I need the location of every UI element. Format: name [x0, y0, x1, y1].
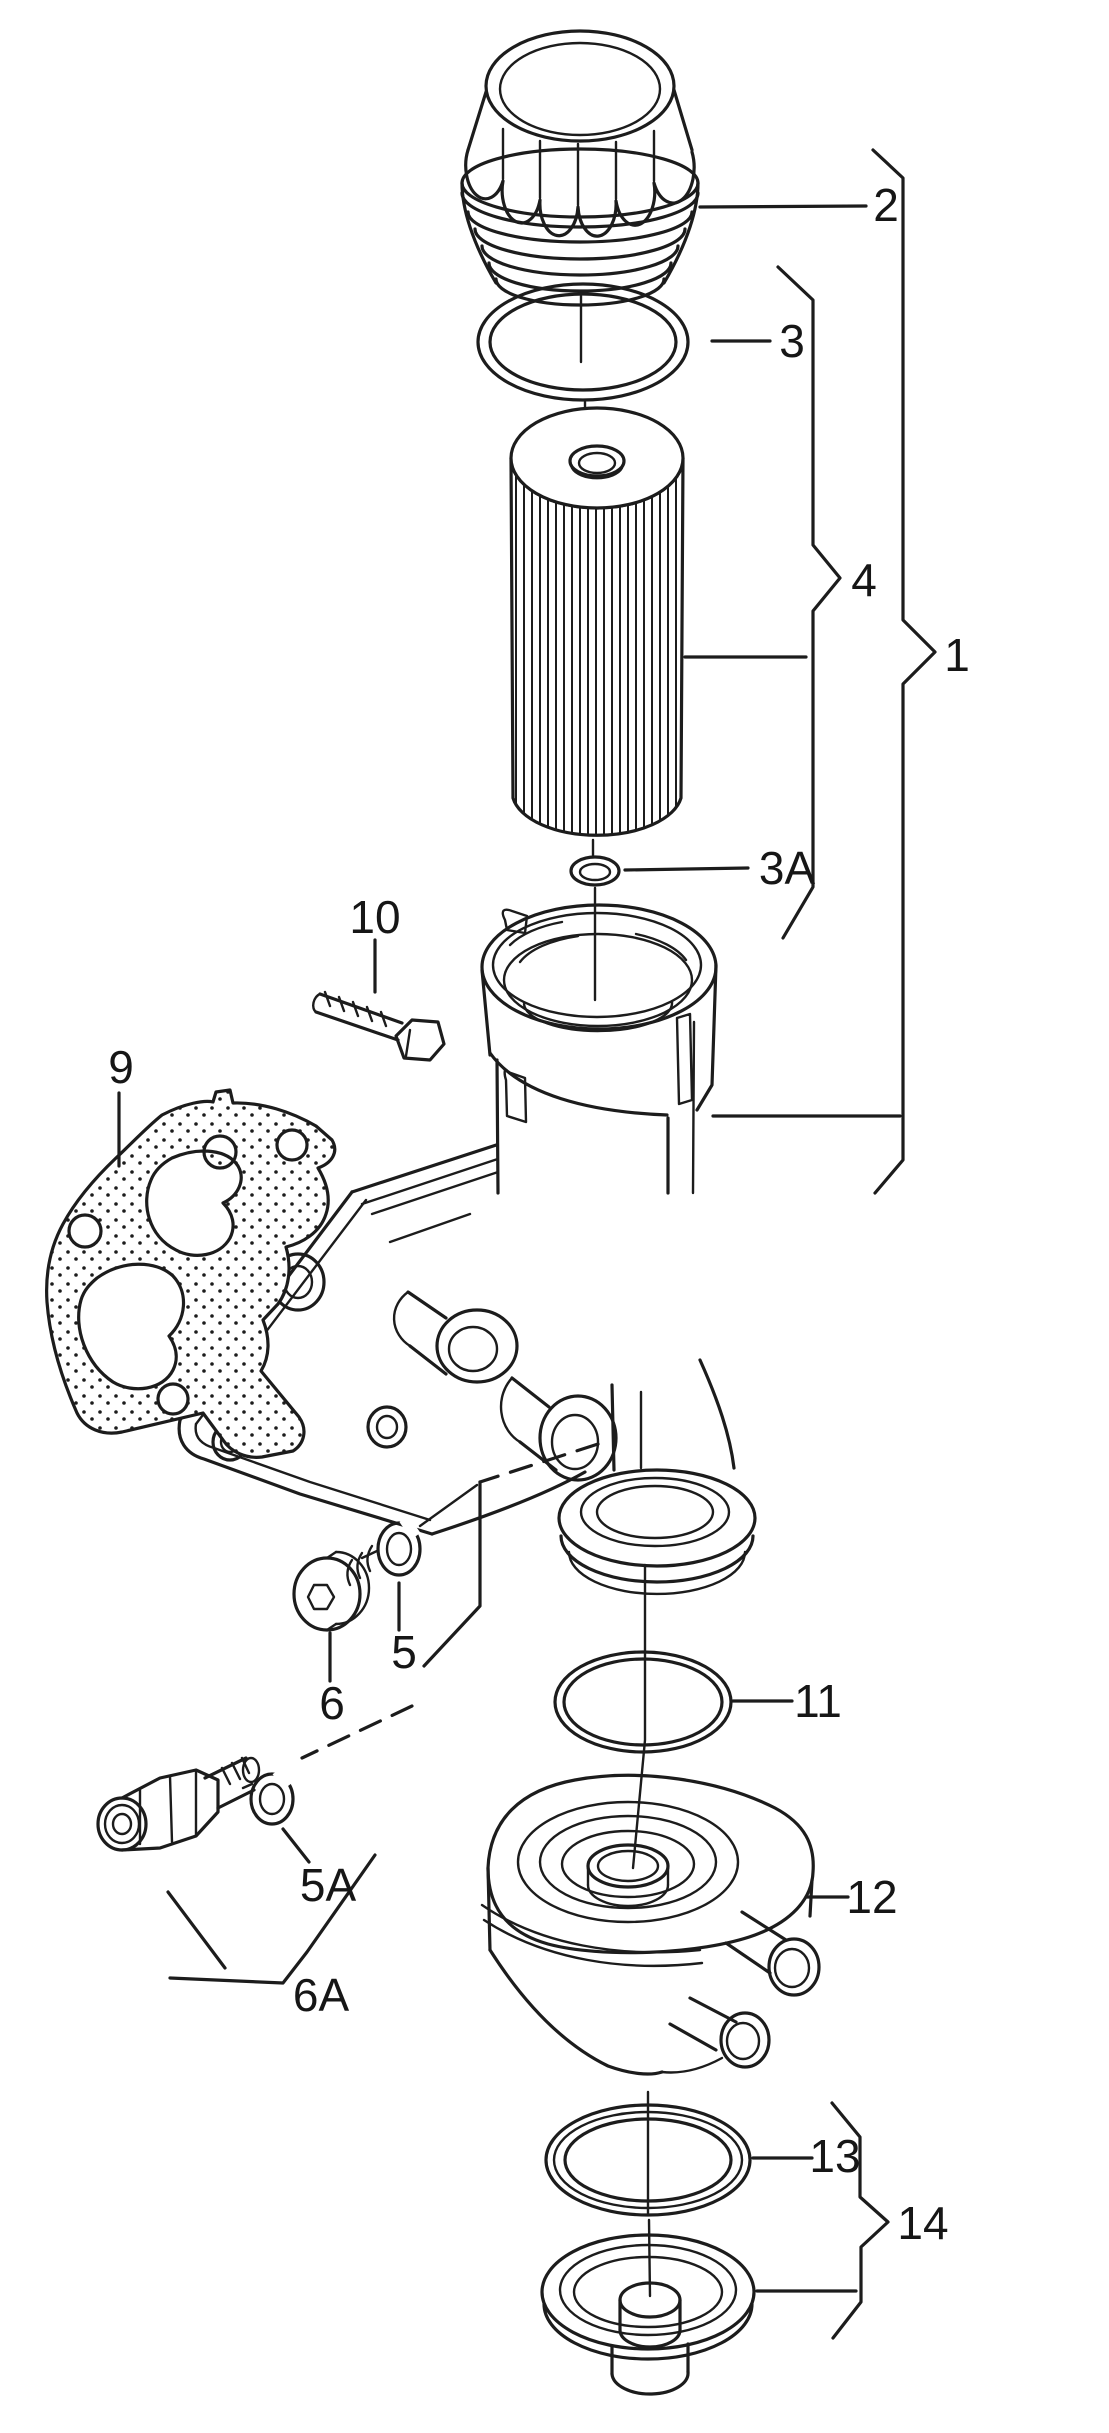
callout-6: 6 — [319, 1677, 345, 1729]
leader-2 — [698, 204, 868, 209]
mounting-bolt-10 — [312, 990, 446, 1062]
o-ring-3 — [476, 282, 690, 402]
seal-ring-5a — [249, 1767, 295, 1826]
install-axis-link — [422, 1480, 482, 1668]
callout-13: 13 — [809, 2130, 860, 2182]
seal-ring-13 — [544, 2103, 752, 2217]
callout-10: 10 — [349, 891, 400, 943]
callout-5a: 5A — [300, 1859, 357, 1911]
housing-port-upper — [392, 1290, 519, 1384]
plug-hex-socket — [306, 1583, 336, 1611]
sealing-flange-14 — [540, 2233, 756, 2396]
callout-6a: 6A — [293, 1969, 350, 2021]
callout-14: 14 — [897, 2197, 948, 2249]
oil-cooler-12 — [480, 1773, 821, 2076]
fitting-hex-body — [120, 1768, 220, 1852]
leader-3a — [623, 866, 750, 872]
axis-fitting-seal — [241, 1782, 254, 1790]
filter-housing-cup — [480, 903, 718, 1195]
gasket-outline — [45, 1088, 337, 1459]
axis-seal-port — [418, 1483, 479, 1528]
callout-9: 9 — [108, 1041, 134, 1093]
grouping-brackets — [776, 148, 937, 2340]
install-axis-dashed-lower — [300, 1704, 414, 1760]
filter-screw-cap — [460, 29, 700, 307]
seal-ring-5 — [376, 1515, 422, 1577]
callout-5: 5 — [391, 1626, 417, 1678]
cup-bayonet-lug-left — [503, 1068, 528, 1124]
axis-line-flange-cooler — [631, 1563, 647, 1870]
callout-3a: 3A — [759, 842, 816, 894]
callout-4: 4 — [851, 554, 877, 606]
o-ring-11 — [553, 1650, 733, 1754]
leader-5a — [281, 1827, 311, 1864]
bolt-boss-hole — [366, 1405, 408, 1449]
callout-11: 11 — [794, 1675, 842, 1727]
leader-6a — [166, 1890, 227, 1970]
housing-round-flange — [557, 1468, 757, 1596]
callout-3: 3 — [779, 315, 805, 367]
cup-silhouette — [481, 904, 716, 1195]
gasket-9 — [45, 1088, 337, 1459]
callout-labels: 2 3 1 4 3A 10 9 5 6 5A 6A 11 12 13 14 — [108, 179, 970, 2249]
sealing-plug-6 — [292, 1544, 374, 1632]
bolt-hex-head — [394, 1018, 446, 1062]
cooler-port-lower — [660, 1996, 771, 2074]
cup-rim-tab — [501, 908, 529, 935]
cup-bayonet-lug-right — [675, 1012, 694, 1106]
bracket-14 — [830, 2101, 890, 2340]
callout-12: 12 — [846, 1871, 897, 1923]
callout-2: 2 — [873, 179, 899, 231]
axis-plug-seal — [360, 1549, 379, 1560]
o-ring-3a — [569, 855, 621, 887]
bracket-4 — [776, 265, 842, 940]
leader-lines — [117, 204, 902, 2293]
housing-port-lower — [499, 1376, 618, 1482]
filter-pleats — [509, 457, 685, 837]
filter-element — [509, 406, 685, 837]
callout-1: 1 — [944, 629, 970, 681]
bracket-6a — [168, 1853, 377, 1985]
cooler-port-upper — [724, 1910, 821, 1997]
bracket-1 — [871, 148, 937, 1195]
cooler-top-face — [486, 1773, 815, 1955]
union-fitting-6a — [96, 1756, 261, 1852]
install-axis-dashed-upper — [478, 1442, 600, 1484]
